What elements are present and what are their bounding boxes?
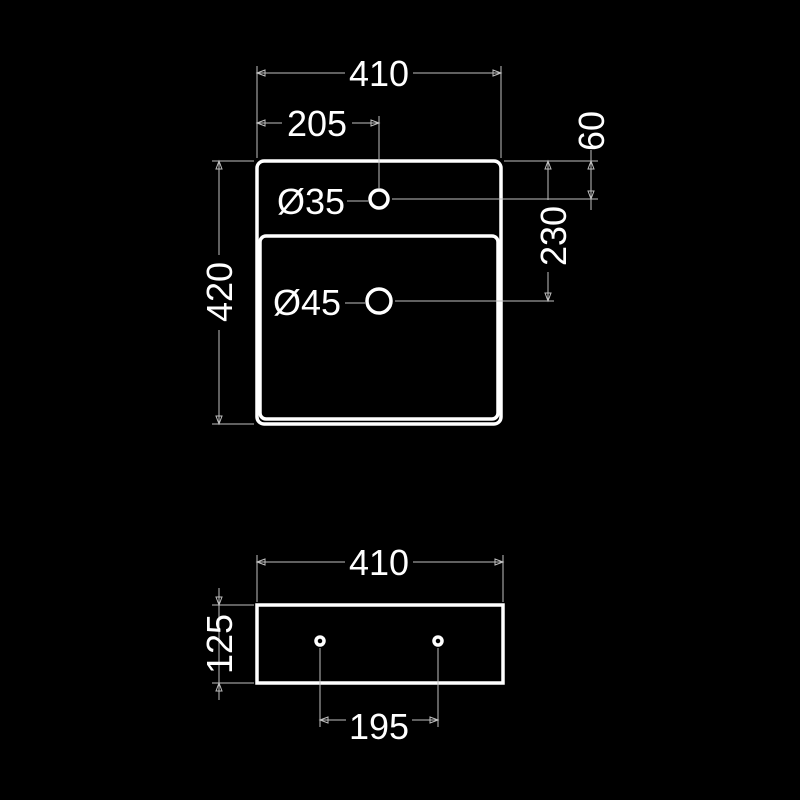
bracket-spacing-dimension: 195 [318,648,440,747]
bracket-hole-right [432,635,444,647]
drain-from-back-label: 230 [533,206,574,266]
front-height-label: 125 [199,614,240,674]
top-depth-label: 420 [199,262,240,322]
front-view: 410 125 195 [199,542,505,747]
tap-hole-label: Ø35 [277,181,345,222]
bracket-hole-left [314,635,326,647]
top-width-dimension: 410 [255,53,503,158]
drain-hole-label: Ø45 [273,282,341,323]
bracket-spacing-label: 195 [349,706,409,747]
top-view: 410 205 420 [199,53,612,426]
front-height-dimension: 125 [199,588,254,700]
top-depth-dimension: 420 [199,159,254,426]
tap-offset-dimension: 205 [255,103,381,188]
tap-hole [368,188,390,210]
front-width-label: 410 [349,542,409,583]
drain-hole [365,287,393,315]
hole-callouts: Ø35 Ø45 [273,181,368,323]
depth-from-back-dimensions: 60 230 [392,111,612,303]
basin-bowl-outline [258,234,500,421]
tap-offset-label: 205 [287,103,347,144]
basin-front-outline [255,603,505,685]
front-width-dimension: 410 [255,542,505,602]
tap-from-back-label: 60 [571,111,612,151]
top-width-label: 410 [349,53,409,94]
